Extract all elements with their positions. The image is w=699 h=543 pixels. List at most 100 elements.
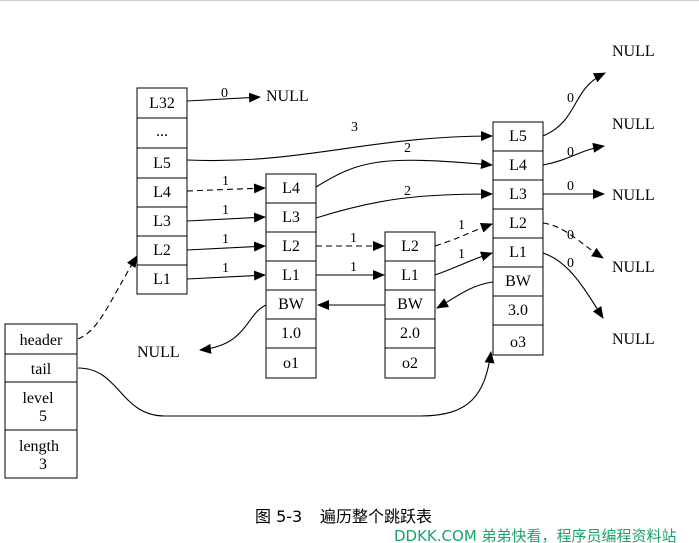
arrow-tail-to-o3 (77, 351, 495, 417)
span-o2-l2-o3: 1 (458, 218, 465, 233)
span-header-l2-o1: 1 (222, 232, 229, 247)
arrow-o2-l1-to-o3 (434, 251, 493, 276)
level-field-label: level (22, 390, 54, 407)
tail-field-label: tail (31, 361, 52, 378)
span-header-l5-o3: 3 (351, 120, 358, 135)
null-label-o3-l1: NULL (612, 331, 655, 348)
header-node-l5-label: L5 (153, 155, 171, 172)
node-o3-score (492, 295, 544, 326)
null-label-o3-l2: NULL (612, 259, 655, 276)
node-o2-obj-label: o2 (402, 355, 418, 372)
arrow-o1-bw-null (199, 304, 267, 354)
arrow-o1-l4-to-o3 (315, 159, 493, 188)
figure-number: 图 5-3 (255, 507, 302, 526)
span-l32-null: 0 (221, 86, 228, 101)
null-label-l32: NULL (266, 88, 309, 105)
node-o1-obj (265, 347, 317, 379)
span-o1-l1-o2: 1 (350, 260, 357, 275)
node-o2-bw-label: BW (397, 296, 424, 313)
watermark: DDKK.COM 弟弟快看，程序员编程资料站 (394, 527, 677, 543)
arrow-o3-l4-null (542, 142, 605, 166)
header-node-ellipsis-label: ... (156, 123, 168, 140)
node-o3-score-label: 3.0 (508, 302, 528, 319)
arrow-header-l1-to-o1 (186, 270, 266, 281)
null-label-o1-backward: NULL (137, 344, 180, 361)
header-node-l3-label: L3 (153, 213, 171, 230)
node-o1-score (265, 318, 317, 349)
node-o1-l1 (265, 260, 317, 291)
node-o3-obj-label: o3 (510, 334, 526, 351)
null-label-o3-l4: NULL (612, 116, 655, 133)
node-o1-l4-label: L4 (282, 180, 300, 197)
node-o1-l3-label: L3 (282, 209, 300, 226)
span-o3-l4-null: 0 (567, 145, 574, 160)
node-o3-l1 (492, 237, 544, 268)
span-header-l3-o1: 1 (222, 203, 229, 218)
node-o1-obj-label: o1 (283, 355, 299, 372)
arrow-o3-l2-null (542, 222, 604, 259)
header-field-label: header (20, 332, 63, 349)
node-o2-bw (384, 289, 436, 320)
node-o3-bw (492, 266, 544, 297)
level-field-box (4, 381, 78, 431)
span-o1-l2-o2: 1 (350, 231, 357, 246)
null-label-o3-l3: NULL (612, 187, 655, 204)
node-o1-bw (265, 289, 317, 320)
top-divider (0, 0, 699, 1)
figure-title: 遍历整个跳跃表 (320, 507, 432, 526)
node-o3-l1-label: L1 (509, 244, 527, 261)
node-o3-l3-label: L3 (509, 186, 527, 203)
node-o3-l2 (492, 208, 544, 239)
node-o3-obj (492, 324, 544, 356)
span-o2-l1-o3: 1 (458, 247, 465, 262)
span-o1-l4-o3: 2 (404, 141, 411, 156)
span-header-l4-o1: 1 (222, 174, 229, 189)
tail-field-box (4, 353, 78, 383)
header-node-l2 (136, 235, 188, 266)
node-o2-score-label: 2.0 (400, 325, 420, 342)
arrow-header-l4-to-o1 (186, 183, 266, 194)
header-node-l4-label: L4 (153, 184, 171, 201)
span-o3-l2-null: 0 (567, 228, 574, 243)
node-o2-obj (384, 347, 436, 379)
level-field-value: 5 (39, 408, 47, 425)
header-node-l1-label: L1 (153, 271, 171, 288)
length-field-box (4, 429, 78, 479)
span-o3-l1-null: 0 (567, 256, 574, 271)
zskiplist-struct: header tail level 5 length 3 (4, 323, 78, 479)
length-field-label: length (19, 438, 59, 455)
header-node: L32 ... L5 L4 L3 L2 L1 (136, 87, 188, 295)
node-o3-l5 (492, 121, 544, 152)
node-o2-l1 (384, 260, 436, 291)
node-o3-bw-label: BW (505, 273, 532, 290)
node-o3-l5-label: L5 (509, 128, 527, 145)
length-field-value: 3 (39, 456, 47, 473)
arrow-o3-l1-null (542, 252, 604, 319)
arrow-l32-null (186, 92, 261, 103)
arrow-o3-l5-null (542, 72, 606, 137)
node-o2-l2 (384, 231, 436, 262)
node-o2: L2 L1 BW 2.0 o2 (384, 231, 436, 379)
node-o3-l2-label: L2 (509, 215, 527, 232)
node-o1-l2-label: L2 (282, 238, 300, 255)
header-node-l3 (136, 206, 188, 237)
arrow-header-to-first (77, 255, 138, 340)
arrow-header-l5-to-o3 (186, 131, 493, 162)
span-o3-l5-null: 0 (567, 91, 574, 106)
span-o3-l3-null: 0 (567, 179, 574, 194)
node-o3-l3 (492, 179, 544, 210)
node-o2-l2-label: L2 (401, 238, 419, 255)
header-node-l1 (136, 264, 188, 295)
span-o1-l3-o3: 2 (404, 184, 411, 199)
node-o1: L4 L3 L2 L1 BW 1.0 o1 (265, 173, 317, 379)
span-header-l1-o1: 1 (222, 261, 229, 276)
null-label-o3-l5: NULL (612, 43, 655, 60)
node-o1-bw-label: BW (278, 296, 305, 313)
arrow-header-l2-to-o1 (186, 241, 266, 252)
header-node-l2-label: L2 (153, 242, 171, 259)
header-node-l32-label: L32 (149, 95, 175, 112)
node-o1-score-label: 1.0 (281, 325, 301, 342)
node-o3-l4-label: L4 (509, 157, 527, 174)
arrow-o2-l2-to-o3 (434, 223, 493, 247)
